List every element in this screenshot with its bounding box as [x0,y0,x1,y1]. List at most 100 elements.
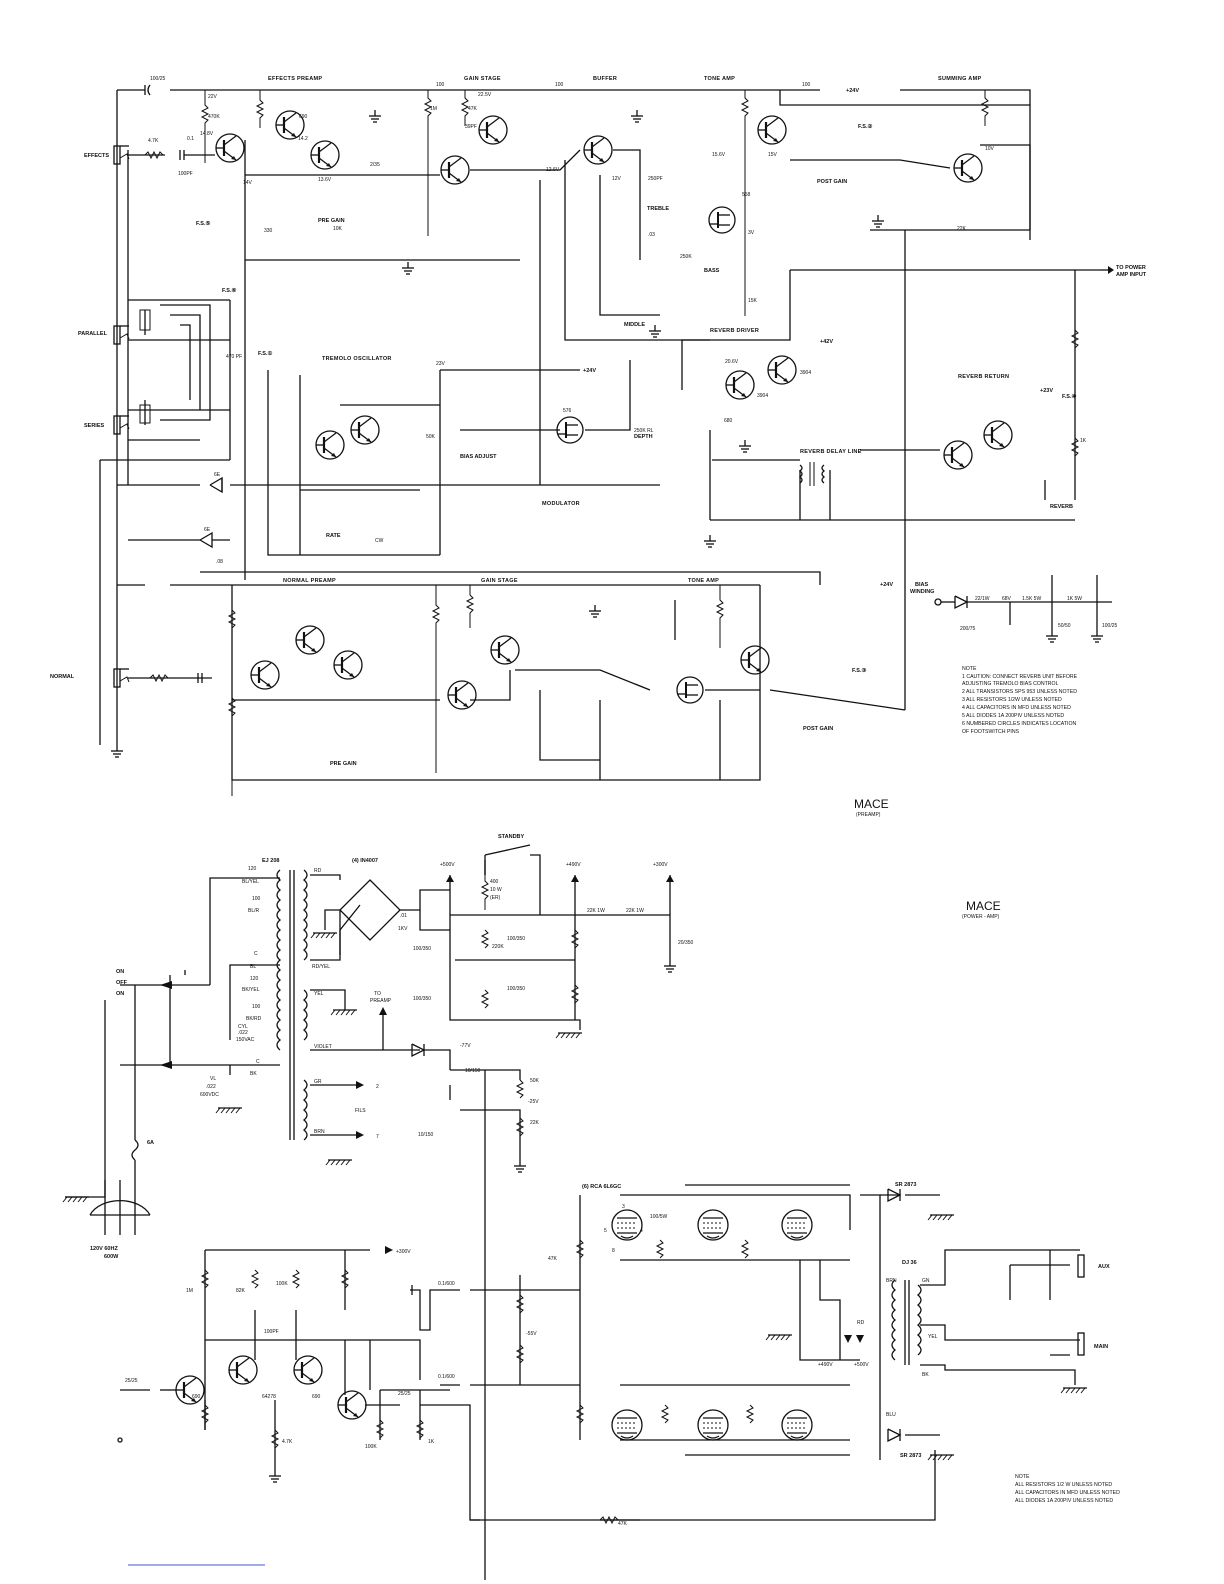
res-100-c: 100 [802,82,811,88]
diode-sr2873-a: SR 2873 [895,1182,916,1188]
pin-5: 5 [604,1228,607,1234]
switch-off[interactable]: OFF [116,980,128,986]
rail-plus24-mod: +24V [583,368,596,374]
power-note-heading: NOTE [1015,1474,1030,1480]
power-note-3: ALL DIODES 1A 200PIV UNLESS NOTED [1015,1498,1113,1504]
cap-10-150: 10/150 [465,1068,481,1074]
preamp-rails [116,89,1100,781]
tap-bl-yel: BL/YEL [242,879,259,885]
cap-25-25-b: 25/25 [398,1391,411,1397]
output-stage [575,1184,955,1461]
rail-490-b: +490V [818,1362,833,1368]
pin-4: 4 [640,1228,643,1234]
ot-brn: BRN [886,1278,897,1284]
tubes-label: (6) RCA 6L6GC [582,1184,621,1190]
res-100k-b: 100K [365,1444,377,1450]
preamp-note-1: 1 CAUTION: CONNECT REVERB UNIT BEFORE [962,674,1078,680]
rail-300: +300V [653,862,668,868]
preamp-note-5: 5 ALL DIODES 1A 200PIV UNLESS NOTED [962,713,1064,719]
res-15k: 15K [748,298,758,304]
reverb-label: REVERB [1050,504,1073,510]
cap-150vac: 150VAC [236,1037,255,1043]
cap-100-350-d: 100/350 [507,986,525,992]
wire-rd-yel: RD/YEL [312,964,330,970]
cap-100pf-driver: 100PF [264,1329,279,1335]
tap-100-b: 100 [252,1004,261,1010]
rail-300-b: +300V [396,1249,411,1255]
wire-fils: FILS [355,1108,366,1114]
pot-250k-rl: 250K RL [634,428,654,434]
rail-neg55: -55V [526,1331,537,1337]
cap-100-350-b: 100/350 [413,996,431,1002]
bass-label: BASS [704,268,720,274]
post-gain-label: POST GAIN [817,179,847,185]
preamp-note-4: 4 ALL CAPACITORS IN MFD UNLESS NOTED [962,705,1071,711]
power-note-2: ALL CAPACITORS IN MFD UNLESS NOTED [1015,1490,1120,1496]
fil-pin-7: 7 [376,1134,379,1140]
buffer-label: BUFFER [593,76,617,82]
transistor-64278: 64278 [262,1394,276,1400]
effects-preamp-label: EFFECTS PREAMP [268,76,322,82]
to-power-amp-label: TO POWER [1116,265,1146,271]
preamp-note-3: 3 ALL RESISTORS 1/2W UNLESS NOTED [962,697,1062,703]
tap-100-a: 100 [252,896,261,902]
transistor-690-b: 690 [312,1394,321,1400]
cap-100-350-a: 100/350 [413,946,431,952]
res-1m-driver: 1M [186,1288,193,1294]
preamp-subtitle: (PREAMP) [856,812,881,818]
power-note-1: ALL RESISTORS 1/2 W UNLESS NOTED [1015,1482,1112,1488]
parallel-jack[interactable] [113,325,130,345]
preamp-note-2: 2 ALL TRANSISTORS SPS 953 UNLESS NOTED [962,689,1077,695]
cap-vl: VL [210,1076,216,1082]
transistor-576: 576 [563,408,572,414]
res-100-a: 100 [436,82,445,88]
cap-01: 0.1 [187,136,194,142]
switch-on-2[interactable]: ON [116,991,124,997]
reverb-delay-line-label: REVERB DELAY LINE [800,449,862,455]
rail-plus42: +42V [820,339,833,345]
effects-jack[interactable] [113,145,130,165]
volt-22: 22V [208,94,218,100]
bias-cap-200-75: 200/75 [960,626,976,632]
power-amp-subtitle: (POWER - AMP) [962,914,1000,920]
ot-rd: RD [857,1320,865,1326]
res-330: 330 [264,228,273,234]
tap-120-b: 120 [250,976,259,982]
res-1k-driver: 1K [428,1439,435,1445]
aux-jack-label[interactable]: AUX [1098,1264,1110,1270]
tap-c-b: C [256,1059,260,1065]
middle-label: MIDDLE [624,322,645,328]
tap-bk: BK [250,1071,257,1077]
tube-3 [781,1209,813,1241]
res-22k: 22K [957,226,967,232]
cw-mark: CW [375,538,384,544]
bias-22-1w: 22/1W [975,596,990,602]
switch-on-1[interactable]: ON [116,969,124,975]
wire-gr: GR [314,1079,322,1085]
volt-15: 15V [768,152,778,158]
rate-label: RATE [326,533,341,539]
bias-15k-5w: 1.5K 5W [1022,596,1041,602]
bias-winding-1: BIAS [915,582,928,588]
series-jack[interactable] [113,415,130,435]
series-input-label: SERIES [84,423,105,429]
main-jack-label[interactable]: MAIN [1094,1344,1108,1350]
cap-022-b: .022 [206,1084,216,1090]
output-transformer [891,1249,1088,1394]
tube-4 [611,1409,643,1441]
cap-20-350: 20/350 [678,940,694,946]
effects-input-label: EFFECTS [84,153,109,159]
standby-label[interactable]: STANDBY [498,834,525,840]
tap-120-a: 120 [248,866,257,872]
volt-156: 15.6V [712,152,726,158]
res-47k-grid: 47K [548,1256,558,1262]
res-1m: 1M [430,106,437,112]
gain-stage-2-label: GAIN STAGE [481,578,518,584]
depth-label: DEPTH [634,434,653,440]
amp-input-label: AMP INPUT [1116,272,1147,278]
cap-03: .03 [648,232,655,238]
reverb-return-label: REVERB RETURN [958,374,1009,380]
normal-jack[interactable] [113,668,130,688]
transformer-label: EJ 208 [262,858,279,864]
preamp-note-6: 6 NUMBERED CIRCLES INDICATES LOCATION [962,721,1076,727]
